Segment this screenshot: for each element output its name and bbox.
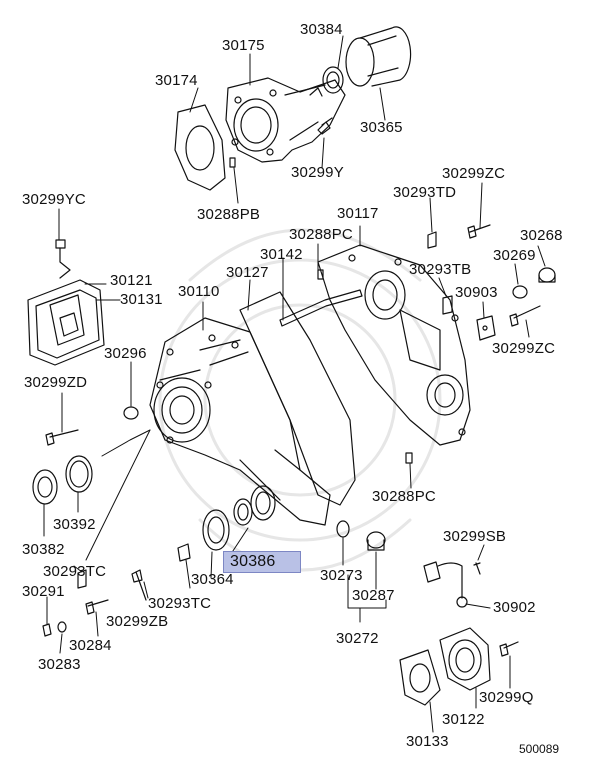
extension-housing-30175[interactable]: [225, 77, 346, 163]
part-label-30142[interactable]: 30142: [260, 246, 303, 263]
gasket-30127[interactable]: [239, 291, 356, 506]
part-label-30174[interactable]: 30174: [155, 72, 198, 89]
part-label-30288PB[interactable]: 30288PB: [197, 206, 261, 223]
seal-strip-30142[interactable]: [279, 289, 363, 327]
ring-30392[interactable]: [65, 455, 93, 493]
leader-lines: [43, 35, 546, 733]
bracket-30293TC-mid[interactable]: [177, 543, 191, 562]
bracket-30903[interactable]: [476, 315, 496, 341]
rear-case-30117[interactable]: [317, 244, 471, 446]
part-label-30131[interactable]: 30131: [120, 291, 163, 308]
bolt-30299ZC-top[interactable]: [467, 224, 491, 239]
housing-30122[interactable]: [439, 627, 491, 691]
part-label-30293TD[interactable]: 30293TD: [393, 184, 457, 201]
plug-30287[interactable]: [366, 531, 386, 551]
part-label-30365[interactable]: 30365: [360, 119, 403, 136]
washer-30283[interactable]: [57, 621, 67, 633]
part-label-30299ZB[interactable]: 30299ZB: [106, 613, 169, 630]
plug-30296[interactable]: [123, 406, 139, 420]
part-label-30386[interactable]: 30386: [223, 551, 301, 573]
part-label-30299SB[interactable]: 30299SB: [443, 528, 507, 545]
part-label-30902[interactable]: 30902: [493, 599, 536, 616]
dust-boot-30365[interactable]: [345, 26, 412, 87]
plug-30268[interactable]: [538, 267, 556, 283]
part-label-30293TC-mid[interactable]: 30293TC: [148, 595, 212, 612]
part-label-30287[interactable]: 30287: [352, 587, 395, 604]
bolt-30299YC[interactable]: [55, 239, 71, 279]
part-label-30299ZD[interactable]: 30299ZD: [24, 374, 88, 391]
pin-30288PB[interactable]: [229, 157, 236, 168]
bracket-30293TC-left[interactable]: [77, 569, 87, 589]
part-label-30299ZC-right[interactable]: 30299ZC: [492, 340, 556, 357]
seal-30364[interactable]: [202, 509, 230, 551]
part-label-30283[interactable]: 30283: [38, 656, 81, 673]
seal-30382[interactable]: [32, 469, 58, 505]
sensor-30902[interactable]: [423, 561, 481, 608]
bolt-30299ZB[interactable]: [131, 569, 147, 601]
part-label-30175[interactable]: 30175: [222, 37, 265, 54]
bracket-30293TD[interactable]: [427, 231, 437, 249]
cover-plate-30121[interactable]: [27, 279, 105, 366]
bolt-30299ZD[interactable]: [45, 429, 79, 446]
part-label-30299Y[interactable]: 30299Y: [291, 164, 344, 181]
part-label-30269[interactable]: 30269: [493, 247, 536, 264]
bolt-30299Q[interactable]: [499, 641, 519, 657]
bolt-30299ZC-right[interactable]: [509, 305, 541, 327]
part-label-30299ZC-top[interactable]: 30299ZC: [442, 165, 506, 182]
bolt-30299Y[interactable]: [317, 117, 333, 135]
part-label-30291[interactable]: 30291: [22, 583, 65, 600]
part-label-30299Q[interactable]: 30299Q: [479, 689, 534, 706]
washer-30269[interactable]: [512, 285, 528, 299]
nut-30291[interactable]: [42, 623, 52, 637]
part-label-30296[interactable]: 30296: [104, 345, 147, 362]
gasket-30174[interactable]: [174, 104, 226, 191]
part-label-30284[interactable]: 30284: [69, 637, 112, 654]
part-label-30392[interactable]: 30392: [53, 516, 96, 533]
gasket-30273[interactable]: [336, 520, 350, 538]
part-label-30299YC[interactable]: 30299YC: [22, 191, 86, 208]
bracket-30293TB[interactable]: [442, 295, 453, 315]
part-label-30133[interactable]: 30133: [406, 733, 449, 750]
gasket-30131[interactable]: [35, 289, 100, 359]
part-label-30127[interactable]: 30127: [226, 264, 269, 281]
part-label-30382[interactable]: 30382: [22, 541, 65, 558]
part-label-30364[interactable]: 30364: [191, 571, 234, 588]
pin-30288PC-right[interactable]: [405, 452, 413, 464]
part-label-30117[interactable]: 30117: [337, 205, 379, 222]
part-label-30288PC-top[interactable]: 30288PC: [289, 226, 353, 243]
part-label-30293TC-left[interactable]: 30293TC: [43, 563, 107, 580]
part-label-30268[interactable]: 30268: [520, 227, 563, 244]
figure-code: 500089: [519, 742, 560, 756]
part-label-30121[interactable]: 30121: [110, 272, 153, 289]
part-label-30273[interactable]: 30273: [320, 567, 363, 584]
part-label-30122[interactable]: 30122: [442, 711, 485, 728]
gasket-30133[interactable]: [399, 649, 441, 706]
part-label-30288PC-right[interactable]: 30288PC: [372, 488, 436, 505]
watermark: [158, 228, 442, 572]
pin-30288PC-top[interactable]: [317, 269, 324, 280]
part-label-30293TB[interactable]: 30293TB: [409, 261, 472, 278]
part-label-30903[interactable]: 30903: [455, 284, 498, 301]
part-label-30110[interactable]: 30110: [178, 283, 220, 300]
stud-30284[interactable]: [85, 599, 109, 615]
part-label-30384[interactable]: 30384: [300, 21, 343, 38]
oil-seal-30384[interactable]: [322, 66, 344, 94]
bearing-ring: [250, 485, 276, 521]
seal-30386[interactable]: [233, 498, 253, 526]
part-label-30272[interactable]: 30272: [336, 630, 379, 647]
